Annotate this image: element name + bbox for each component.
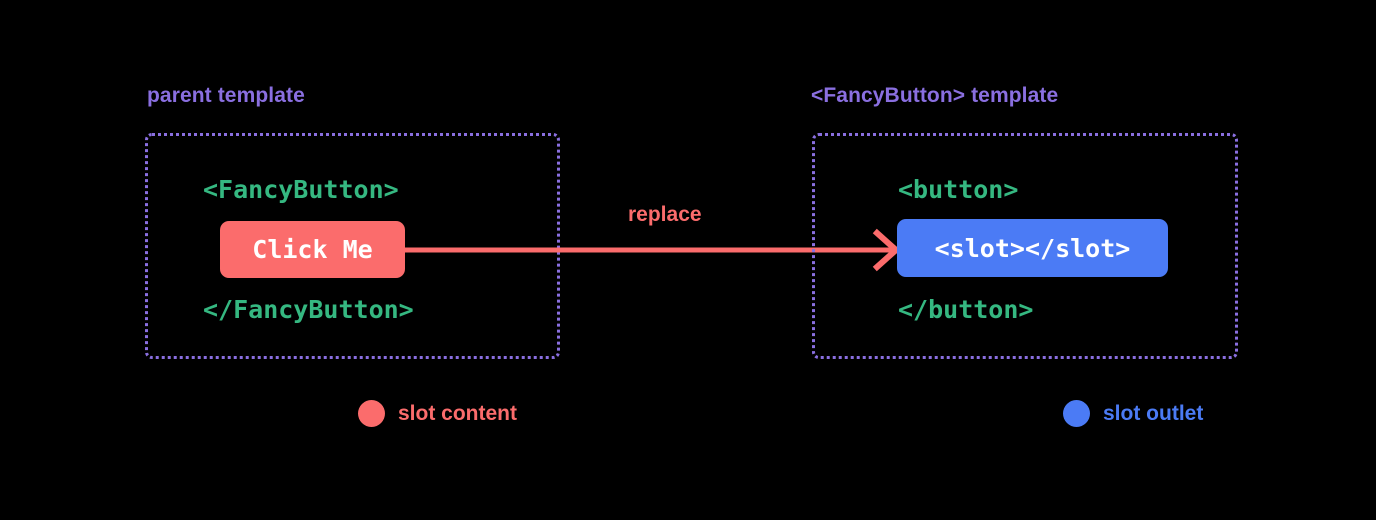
legend-item-slot-outlet: slot outlet [1063,400,1203,427]
parent-template-box [145,133,560,359]
legend-item-slot-content: slot content [358,400,517,427]
legend-circle-icon [1063,400,1090,427]
fancybutton-template-box [812,133,1238,359]
button-close-tag: </button> [898,295,1034,324]
parent-close-tag: </FancyButton> [203,295,414,324]
slot-content-chip[interactable]: Click Me [220,221,405,278]
legend-label-slot-outlet: slot outlet [1103,401,1204,425]
legend-label-slot-content: slot content [398,401,517,425]
fancybutton-template-label: <FancyButton> template [811,84,1059,107]
legend-circle-icon [358,400,385,427]
parent-template-label: parent template [147,84,305,107]
parent-open-tag: <FancyButton> [203,175,399,204]
button-open-tag: <button> [898,175,1019,204]
replace-label: replace [628,203,702,226]
slot-outlet-chip[interactable]: <slot></slot> [897,219,1168,277]
